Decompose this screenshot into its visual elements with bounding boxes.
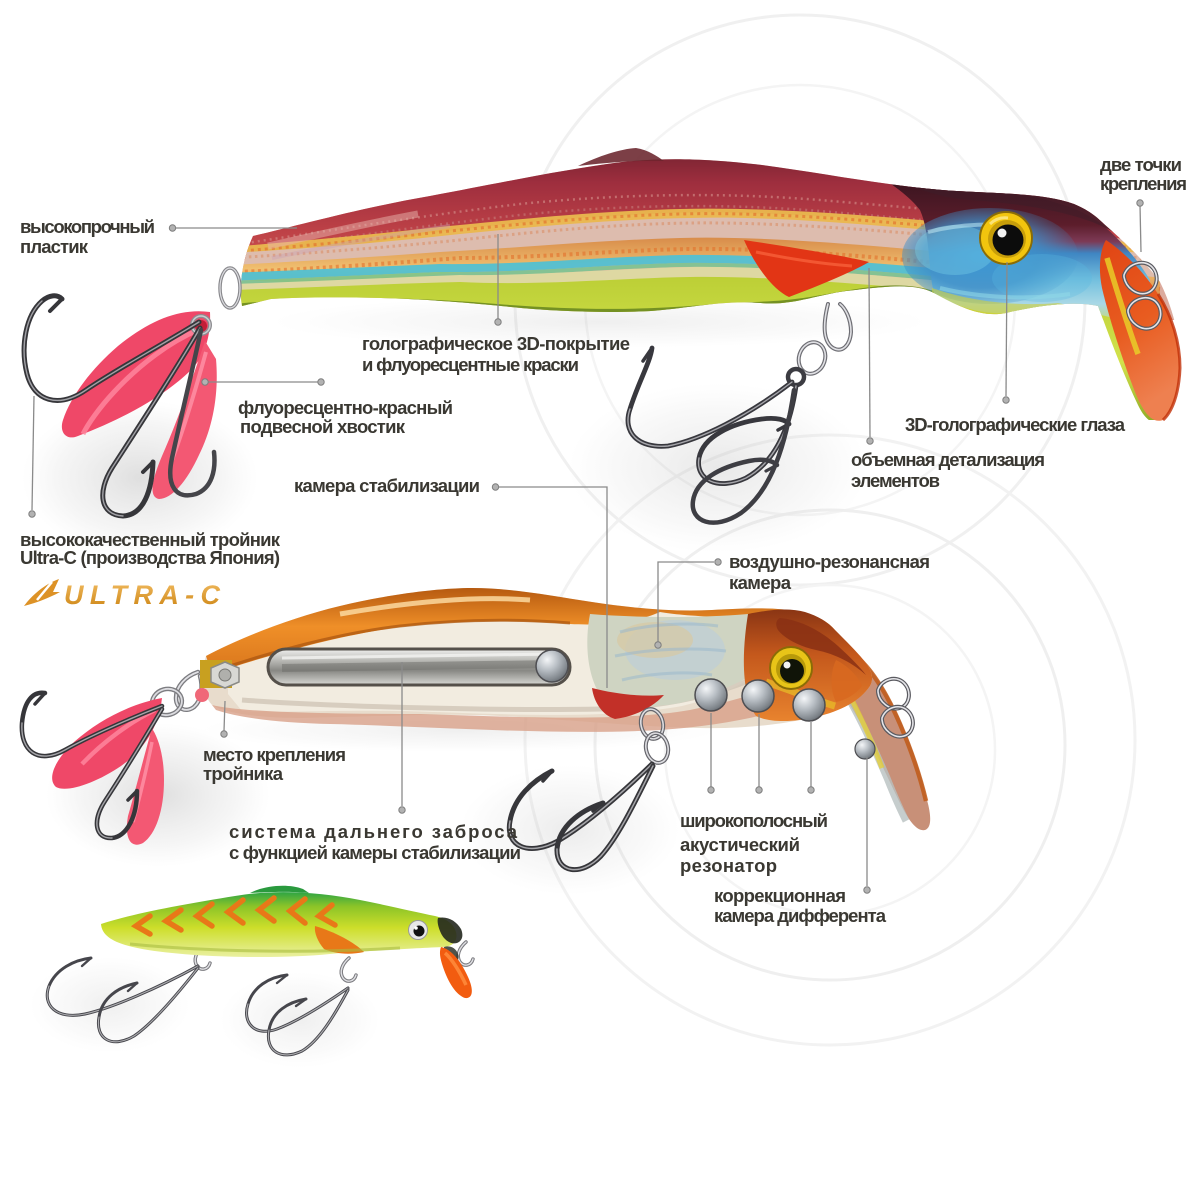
svg-text:резонатор: резонатор (680, 855, 777, 876)
svg-text:камера стабилизации: камера стабилизации (294, 475, 480, 496)
svg-text:флуоресцентно-красный: флуоресцентно-красный (238, 397, 453, 418)
svg-text:широкополосный: широкополосный (680, 810, 828, 831)
svg-text:камера: камера (729, 572, 792, 593)
svg-text:камера дифферента: камера дифферента (714, 905, 887, 926)
svg-text:ULTRA-C: ULTRA-C (64, 580, 222, 610)
svg-text:голографическое 3D-покрытие: голографическое 3D-покрытие (362, 333, 630, 354)
svg-text:высококачественный тройник: высококачественный тройник (20, 529, 281, 550)
svg-text:тройника: тройника (203, 763, 284, 784)
svg-text:крепления: крепления (1100, 173, 1187, 194)
svg-text:акустический: акустический (680, 834, 800, 855)
svg-text:Ultra-C (производства Япония): Ultra-C (производства Япония) (20, 547, 280, 568)
svg-text:объемная детализация: объемная детализация (851, 449, 1045, 470)
svg-text:коррекционная: коррекционная (714, 885, 846, 906)
svg-text:место крепления: место крепления (203, 744, 346, 765)
svg-text:и флуоресцентные краски: и флуоресцентные краски (362, 354, 579, 375)
svg-text:элементов: элементов (851, 470, 940, 491)
svg-text:пластик: пластик (20, 236, 89, 257)
svg-text:подвесной хвостик: подвесной хвостик (240, 416, 406, 437)
svg-text:система дальнего заброса: система дальнего заброса (229, 821, 518, 842)
svg-text:воздушно-резонансная: воздушно-резонансная (729, 551, 930, 572)
svg-text:две точки: две точки (1100, 154, 1182, 175)
svg-text:высокопрочный: высокопрочный (20, 216, 155, 237)
svg-text:с функцией камеры стабилизации: с функцией камеры стабилизации (229, 842, 521, 863)
svg-text:3D-голографические глаза: 3D-голографические глаза (905, 414, 1126, 435)
